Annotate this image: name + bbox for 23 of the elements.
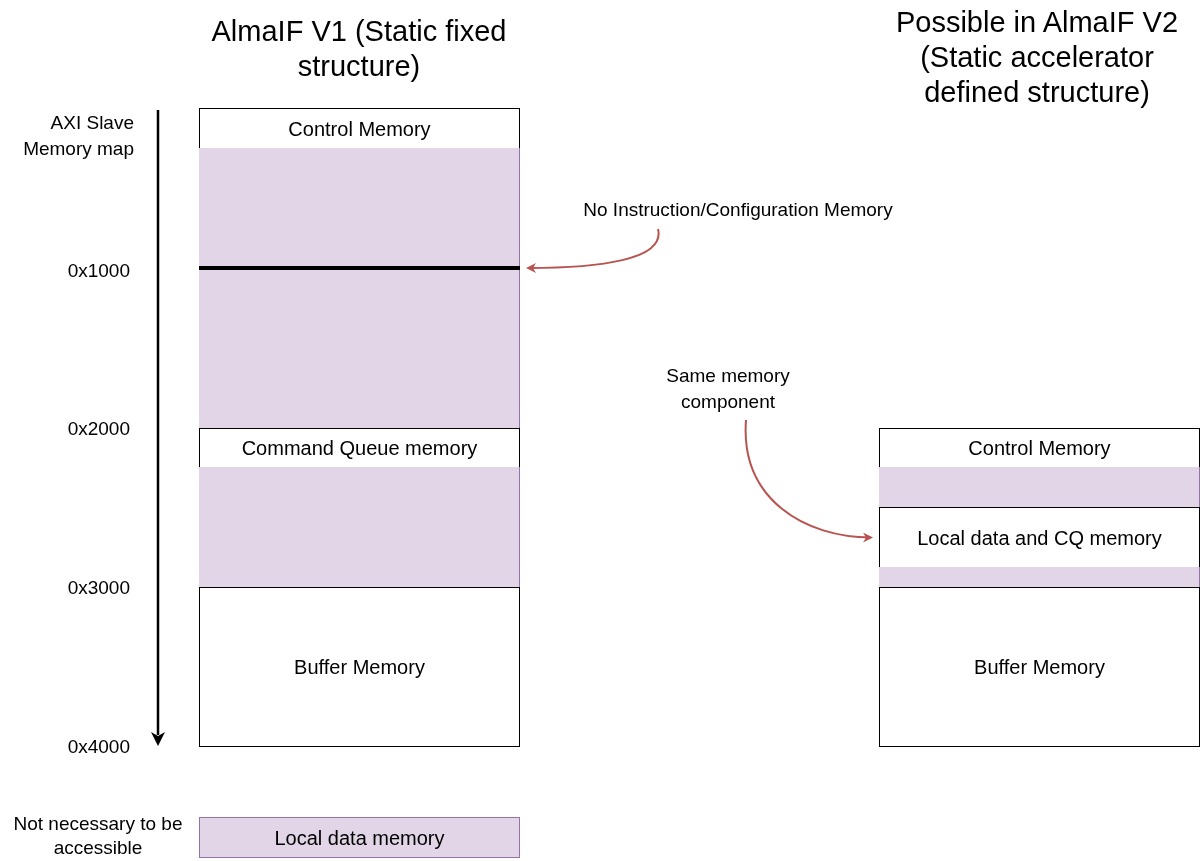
memory-block: Local data and CQ memory — [879, 507, 1200, 568]
memory-region — [199, 148, 520, 429]
memory-region — [879, 467, 1200, 508]
memory-block: Buffer Memory — [199, 587, 520, 747]
memory-block: Control Memory — [879, 428, 1200, 468]
axis-title: AXI Slave Memory map — [22, 111, 134, 161]
address-label: 0x4000 — [66, 735, 130, 759]
column-title: Possible in AlmaIF V2 (Static accelerator defined structure) — [894, 5, 1180, 110]
memory-region — [879, 567, 1200, 588]
side-note: Not necessary to be accessible — [12, 812, 184, 860]
curved-arrow — [744, 419, 873, 543]
memory-block: Buffer Memory — [879, 587, 1200, 747]
address-label: 0x2000 — [66, 417, 130, 441]
curved-arrow — [526, 228, 660, 273]
memory-region — [199, 467, 520, 588]
memory-block: Control Memory — [199, 108, 520, 149]
address-label: 0x1000 — [66, 259, 130, 283]
callout-text: No Instruction/Configuration Memory — [538, 193, 938, 227]
memory-block: Local data memory — [199, 817, 520, 858]
address-label: 0x3000 — [66, 576, 130, 600]
memory-block: Command Queue memory — [199, 428, 520, 468]
callout-text: Same memory component — [640, 360, 816, 418]
column-title: AlmaIF V1 (Static fixed structure) — [210, 14, 508, 84]
